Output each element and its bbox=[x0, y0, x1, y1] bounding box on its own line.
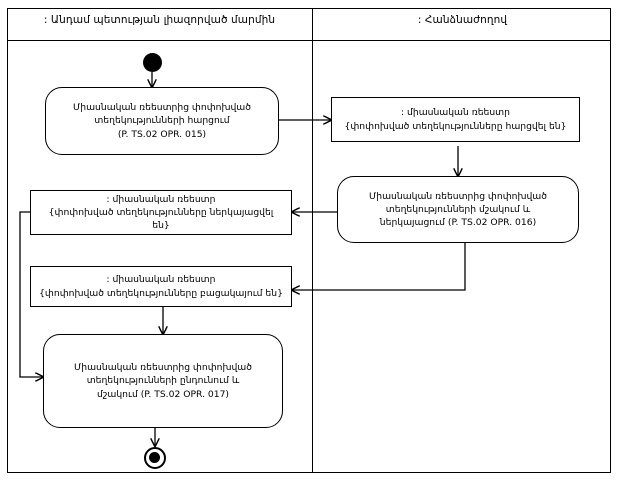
activity-node-request-changed-info-label: Միասնական ռեեստրից փոփոխված տեղեկություն… bbox=[73, 102, 251, 140]
lane-header-divider bbox=[7, 40, 611, 41]
object-node-unified-registry-absent[interactable]: : միասնական ռեեստր {փոփոխված տեղեկությու… bbox=[30, 266, 292, 307]
activity-node-receive-and-process-label: Միասնական ռեեստրից փոփոխված տեղեկություն… bbox=[74, 362, 252, 400]
activity-node-receive-and-process[interactable]: Միասնական ռեեստրից փոփոխված տեղեկություն… bbox=[43, 334, 283, 428]
final-node-icon bbox=[144, 447, 166, 469]
activity-node-request-changed-info[interactable]: Միասնական ռեեստրից փոփոխված տեղեկություն… bbox=[45, 87, 279, 155]
object-node-unified-registry-submitted-label: : միասնական ռեեստր {փոփոխված տեղեկությու… bbox=[48, 193, 274, 232]
activity-node-process-and-submit-label: Միասնական ռեեստրից փոփոխված տեղեկություն… bbox=[369, 190, 547, 229]
swimlane-header-left: : Անդամ պետության լիազորված մարմին bbox=[43, 14, 276, 26]
activity-node-process-and-submit[interactable]: Միասնական ռեեստրից փոփոխված տեղեկություն… bbox=[337, 176, 579, 243]
swimlane-header-right: : Հանձնաժողով bbox=[417, 14, 508, 26]
object-node-unified-registry-requested[interactable]: : միասնական ռեեստր {փոփոխված տեղեկությու… bbox=[331, 97, 580, 142]
object-node-unified-registry-requested-label: : միասնական ռեեստր {փոփոխված տեղեկությու… bbox=[344, 107, 567, 132]
object-node-unified-registry-submitted[interactable]: : միասնական ռեեստր {փոփոխված տեղեկությու… bbox=[30, 190, 292, 235]
object-node-unified-registry-absent-label: : միասնական ռեեստր {փոփոխված տեղեկությու… bbox=[39, 274, 283, 299]
initial-node-icon bbox=[143, 53, 162, 72]
swimlane-vertical-divider bbox=[312, 8, 313, 473]
